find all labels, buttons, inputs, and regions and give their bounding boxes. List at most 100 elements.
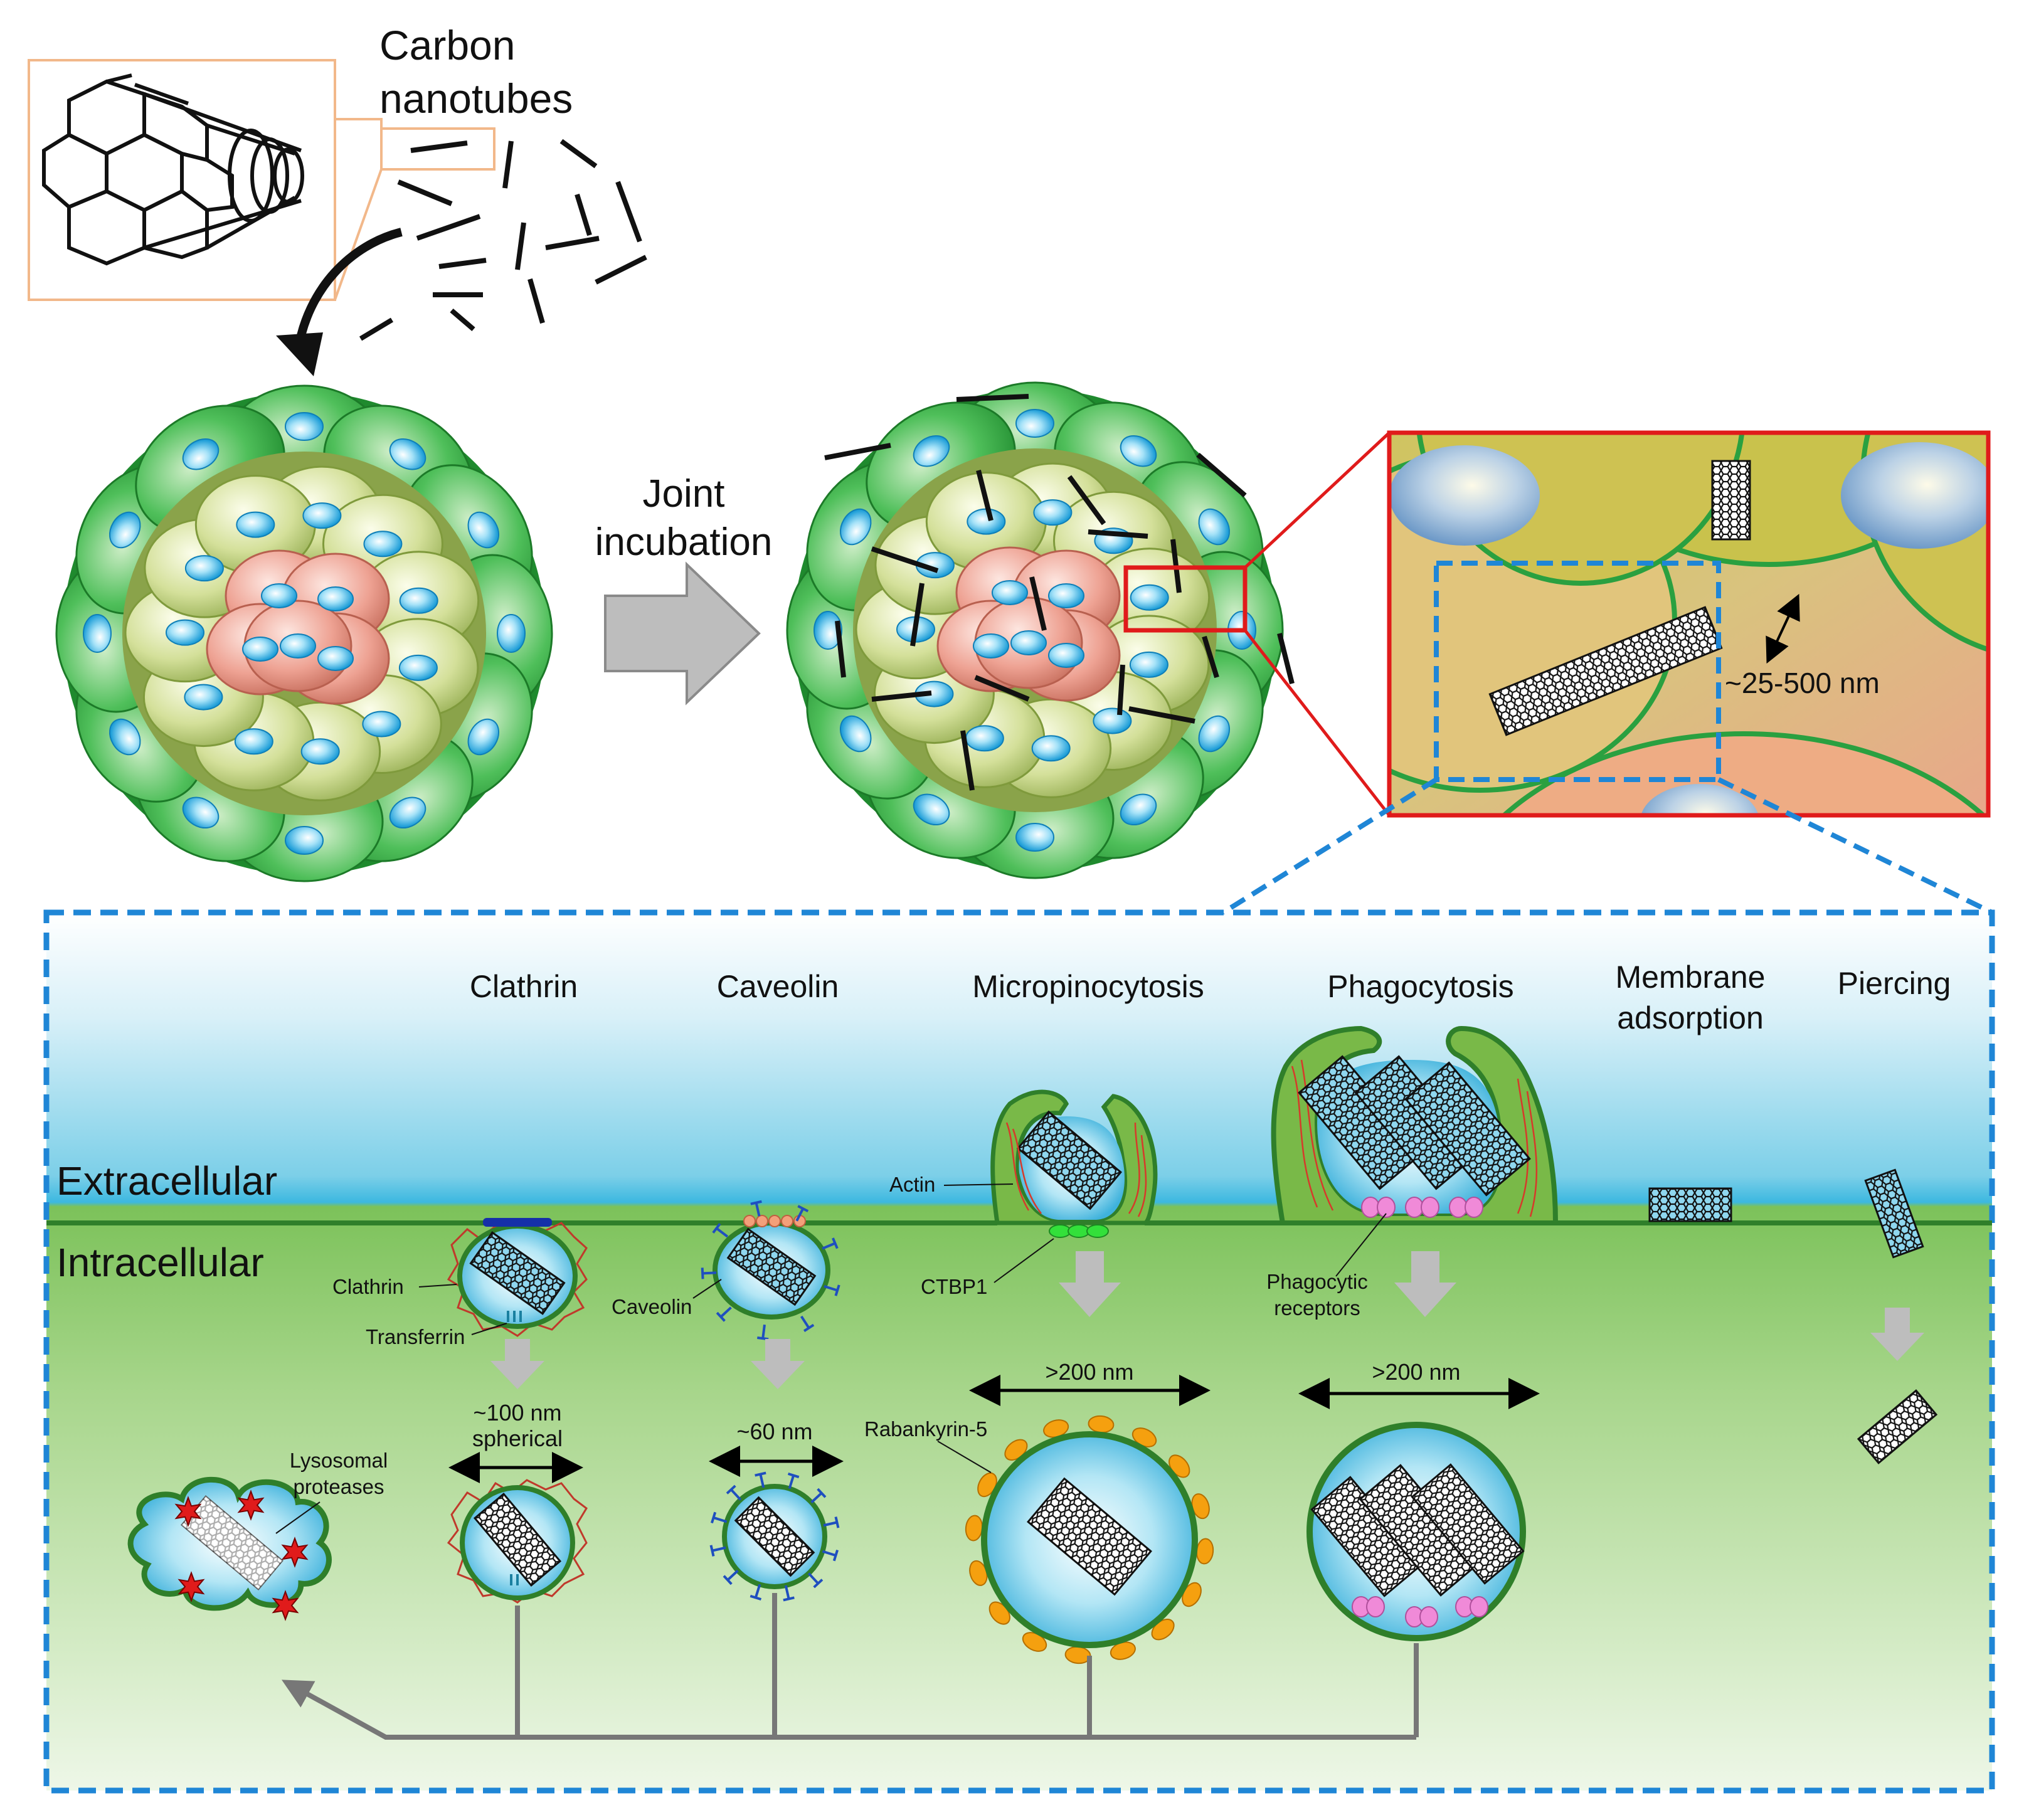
nucleus (285, 412, 324, 441)
caveolin-spike (719, 1306, 732, 1318)
nucleus (109, 511, 141, 549)
caveolin-spike (822, 1550, 837, 1557)
nucleus (363, 531, 403, 558)
nucleus (242, 637, 278, 662)
caveolin-spike (757, 1336, 769, 1341)
caveolin-spike (810, 1492, 823, 1504)
nucleus (285, 826, 324, 855)
nucleus (973, 633, 1009, 659)
addition-arrowhead (276, 332, 323, 376)
free-nanotubes (359, 139, 647, 341)
nucleus (1048, 583, 1084, 608)
zoom-panel: ~25-500 nm (1387, 430, 1991, 818)
phagocytosis-cup (1271, 1025, 1559, 1225)
macro-size: >200 nm (1045, 1359, 1133, 1385)
pathway-title-clathrin: Clathrin (470, 969, 578, 1004)
phagocytic-annotation-line2: receptors (1274, 1296, 1360, 1320)
internalized-nanotube (1857, 1389, 1938, 1464)
caveolin-size: ~60 nm (736, 1419, 812, 1444)
nucleus (467, 718, 500, 756)
nucleus (1198, 508, 1231, 546)
caveolin-spike (712, 1223, 721, 1234)
spheroid-after (786, 381, 1295, 879)
gap-size-label: ~25-500 nm (1725, 667, 1880, 699)
clathrin-pit (447, 1218, 588, 1337)
clathrin-size-line1: ~100 nm (473, 1400, 561, 1426)
nucleus (1120, 435, 1157, 467)
nucleus (83, 614, 112, 653)
caveolin-spike (787, 1472, 800, 1479)
caveolin-spike (755, 1202, 761, 1217)
nucleus (1031, 735, 1071, 762)
nucleus (1130, 584, 1169, 611)
nucleus (184, 684, 223, 711)
caveolin-spike (710, 1511, 717, 1524)
caveolin-spike (754, 1584, 761, 1599)
caveolin-spike (823, 1521, 837, 1527)
caveolin-spike (726, 1484, 736, 1495)
nucleus (317, 586, 354, 611)
caveolin-spike (813, 1579, 824, 1589)
caveolin-spike (800, 1315, 810, 1329)
nucleus (913, 793, 950, 826)
protease-icon (272, 1590, 299, 1621)
nucleus (399, 587, 438, 614)
incubation-label-line2: incubation (595, 521, 773, 564)
zoom-dashed-box (1434, 561, 1721, 782)
caveolin-spike (784, 1585, 790, 1599)
nucleus (234, 728, 273, 755)
caveolin-spike (713, 1516, 728, 1523)
nucleus (992, 580, 1028, 605)
caveolin-spike (783, 1596, 795, 1602)
nucleus (362, 711, 401, 738)
nucleus (184, 555, 224, 582)
caveolin-spike (803, 1323, 815, 1333)
nucleus (182, 796, 220, 829)
caveolin-spike (832, 1237, 839, 1249)
nucleus (302, 502, 342, 529)
piercing-nanotube (1864, 1168, 1924, 1259)
gap-size-arrow (1766, 593, 1800, 664)
caveolin-spike (788, 1474, 795, 1489)
pathway-title-membrane-line2: adsorption (1617, 1000, 1764, 1035)
caveolin-spike (750, 1200, 762, 1205)
ctbp1-annotation: CTBP1 (921, 1275, 987, 1298)
phago-size: >200 nm (1372, 1359, 1460, 1385)
incubation-label-line1: Joint (643, 472, 725, 516)
nucleus (280, 633, 316, 659)
nucleus (1010, 630, 1047, 655)
phagocytic-annotation-line1: Phagocytic (1266, 1270, 1367, 1293)
clathrin-annotation: Clathrin (332, 1275, 404, 1298)
lysosome-fusion-paths (281, 1593, 1419, 1740)
caveolin-spike (817, 1488, 827, 1498)
nucleus (317, 646, 354, 671)
macropinocytosis-cup (990, 1089, 1158, 1238)
caveolin-spike (824, 1285, 838, 1292)
caveolin-spike (759, 1474, 765, 1488)
nucleus (109, 718, 141, 756)
nucleus (1015, 823, 1054, 852)
nucleus (236, 511, 275, 538)
nucleus (1120, 793, 1157, 826)
caveolin-spike (701, 1267, 704, 1279)
caveolin-spike (730, 1488, 742, 1501)
caveolin-spike (834, 1516, 840, 1528)
nucleus (1048, 643, 1084, 668)
caveolin-down-arrow (751, 1339, 805, 1389)
nucleus (497, 614, 526, 653)
nucleus (913, 435, 950, 467)
caveolin-spike (832, 1549, 839, 1562)
nucleus (1129, 651, 1168, 678)
nanotube-label-line2: nanotubes (379, 75, 573, 122)
nanotube-structure-icon (42, 73, 304, 266)
caveolin-annotation: Caveolin (612, 1295, 692, 1318)
phago-down-arrow (1394, 1251, 1456, 1317)
rabankyrin-annotation: Rabankyrin-5 (864, 1417, 987, 1441)
nucleus (166, 619, 205, 646)
nucleus (398, 654, 438, 681)
intracellular-label: Intracellular (56, 1240, 264, 1285)
caveolin-spike (834, 1284, 840, 1296)
caveolin-spike (726, 1569, 739, 1581)
nucleus (389, 796, 427, 829)
caveolin-spike (822, 1242, 836, 1250)
